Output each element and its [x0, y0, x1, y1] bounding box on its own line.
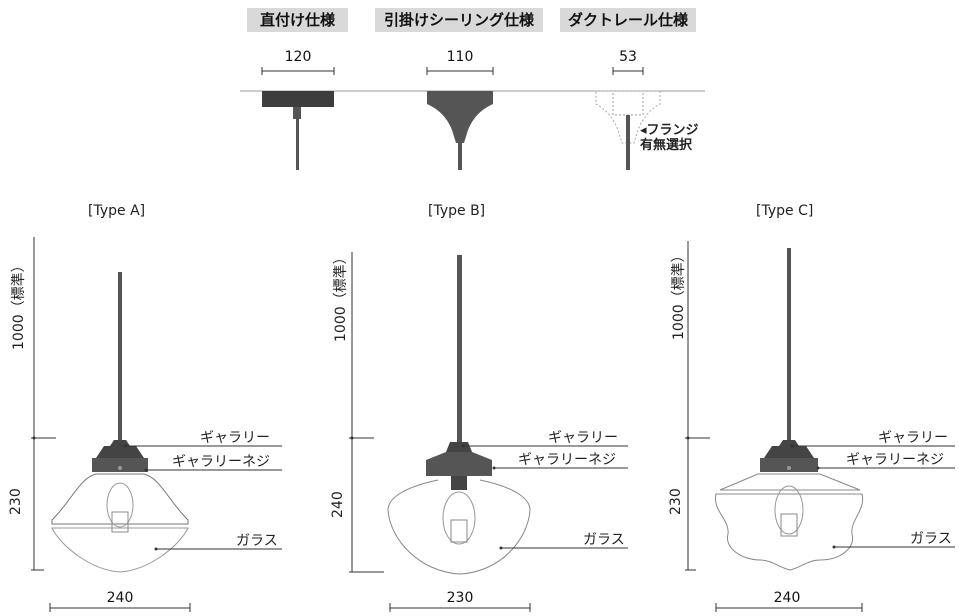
mount-duct-width: 53	[619, 49, 637, 65]
mount-ceiling-width: 110	[446, 49, 474, 65]
flange-note: ◂フランジ 有無選択	[640, 123, 699, 153]
mount-duct-drawing	[595, 67, 661, 170]
type-b-label-gallery: ギャラリー	[548, 430, 618, 446]
mount-ceiling-drawing	[426, 67, 494, 170]
type-a-label-gallery-screw: ギャラリーネジ	[172, 454, 270, 470]
type-b-title: [Type B]	[428, 203, 486, 219]
type-b-drawing	[349, 252, 628, 612]
type-a-title: [Type A]	[88, 203, 146, 219]
type-b-width: 230	[446, 590, 474, 606]
mount-ceiling-tag: 引掛けシーリング仕様	[375, 8, 543, 32]
mount-direct-width: 120	[284, 49, 312, 65]
type-c-label-gallery-screw: ギャラリーネジ	[846, 452, 944, 468]
type-a-drawing	[31, 237, 282, 612]
type-a-width: 240	[106, 590, 134, 606]
type-c-label-glass: ガラス	[910, 531, 952, 547]
type-c-cord-length: 1000（標準）	[671, 248, 687, 340]
type-c-width: 240	[773, 590, 801, 606]
type-a-shade-height: 230	[8, 488, 24, 515]
type-b-cord-length: 1000（標準）	[333, 250, 349, 342]
type-b-label-glass: ガラス	[583, 532, 625, 548]
mount-direct-tag: 直付け仕様	[247, 8, 348, 32]
type-a-cord-length: 1000（標準）	[11, 258, 27, 350]
type-b-label-gallery-screw: ギャラリーネジ	[518, 452, 616, 468]
type-b-shade-height: 240	[330, 491, 346, 518]
flange-note-line1: ◂フランジ	[640, 123, 699, 138]
flange-note-line2: 有無選択	[640, 138, 693, 153]
type-c-title: [Type C]	[756, 203, 814, 219]
mount-duct-tag: ダクトレール仕様	[560, 8, 696, 32]
type-a-label-glass: ガラス	[236, 533, 278, 549]
type-c-shade-height: 230	[668, 488, 684, 515]
type-c-drawing	[685, 241, 955, 612]
mount-direct-drawing	[261, 67, 335, 170]
type-a-label-gallery: ギャラリー	[200, 430, 270, 446]
type-c-label-gallery: ギャラリー	[878, 430, 948, 446]
